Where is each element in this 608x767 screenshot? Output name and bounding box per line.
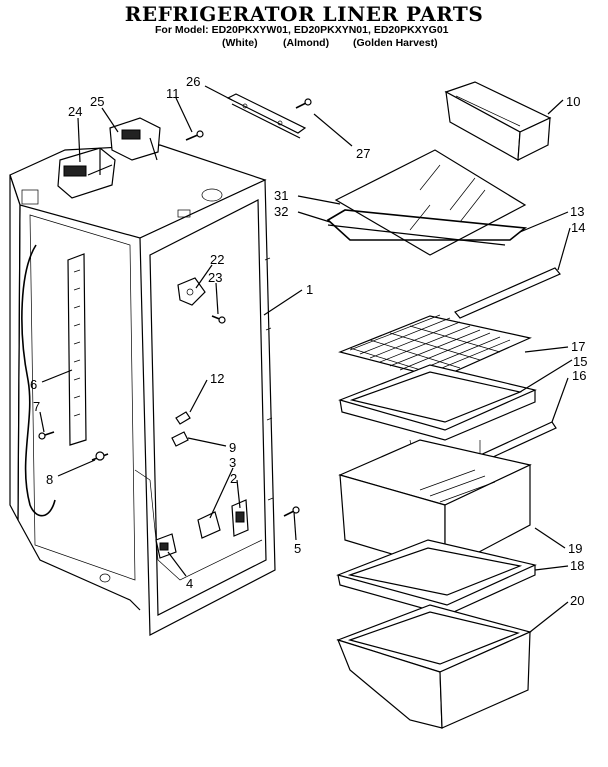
callout-22: 22 bbox=[210, 252, 224, 267]
crisper-cover bbox=[338, 314, 532, 379]
screw-11 bbox=[185, 130, 204, 141]
bracket-4 bbox=[155, 533, 177, 559]
callout-12: 12 bbox=[210, 371, 224, 386]
control-bracket bbox=[109, 117, 161, 161]
callout-25: 25 bbox=[90, 94, 104, 109]
callout-11: 11 bbox=[166, 86, 180, 101]
crisper-drawer bbox=[338, 439, 532, 571]
callout-4: 4 bbox=[186, 576, 193, 591]
callout-23: 23 bbox=[208, 270, 222, 285]
callout-14: 14 bbox=[571, 220, 585, 235]
callout-26: 26 bbox=[186, 74, 200, 89]
bracket-3 bbox=[197, 511, 221, 539]
model-line: For Model: ED20PKXYW01, ED20PKXYN01, ED2… bbox=[155, 24, 449, 36]
crisper-shelf-18 bbox=[336, 539, 537, 616]
clip-9 bbox=[171, 431, 189, 447]
liner-body bbox=[9, 144, 276, 636]
callout-6: 6 bbox=[30, 377, 37, 392]
callout-15: 15 bbox=[573, 354, 587, 369]
diagram-title: REFRIGERATOR LINER PARTS bbox=[124, 2, 484, 26]
callout-19: 19 bbox=[568, 541, 582, 556]
damper-2 bbox=[231, 499, 249, 537]
callout-18: 18 bbox=[570, 558, 584, 573]
leader-lines bbox=[39, 85, 573, 633]
glass-shelf bbox=[334, 149, 527, 256]
shelf-frame bbox=[326, 209, 528, 246]
screw-5 bbox=[283, 506, 300, 517]
callout-8: 8 bbox=[46, 472, 53, 487]
dairy-bin bbox=[444, 81, 552, 162]
callout-16: 16 bbox=[572, 368, 586, 383]
screw-8 bbox=[91, 451, 109, 461]
callout-3: 3 bbox=[229, 455, 236, 470]
variant-white: (White) bbox=[222, 37, 258, 49]
callout-13: 13 bbox=[570, 204, 584, 219]
callout-20: 20 bbox=[570, 593, 584, 608]
callout-17: 17 bbox=[571, 339, 585, 354]
clip-12 bbox=[175, 411, 191, 425]
top-bracket bbox=[226, 93, 307, 139]
variant-almond: (Almond) bbox=[283, 37, 330, 49]
callout-2: 2 bbox=[230, 471, 237, 486]
callout-1: 1 bbox=[306, 282, 313, 297]
crisper-frame bbox=[338, 364, 537, 471]
callout-10: 10 bbox=[566, 94, 580, 109]
variant-golden-harvest: (Golden Harvest) bbox=[353, 37, 438, 49]
wire-harness bbox=[21, 244, 56, 517]
callout-24: 24 bbox=[68, 104, 82, 119]
screw-27 bbox=[295, 98, 312, 109]
callout-31: 31 bbox=[274, 188, 288, 203]
callout-9: 9 bbox=[229, 440, 236, 455]
callout-27: 27 bbox=[356, 146, 370, 161]
callout-32: 32 bbox=[274, 204, 288, 219]
meat-pan bbox=[336, 604, 532, 729]
shelf-trim bbox=[454, 267, 561, 319]
control-housing bbox=[57, 147, 116, 199]
callout-7: 7 bbox=[33, 399, 40, 414]
shelf-track bbox=[38, 253, 87, 446]
callout-5: 5 bbox=[294, 541, 301, 556]
